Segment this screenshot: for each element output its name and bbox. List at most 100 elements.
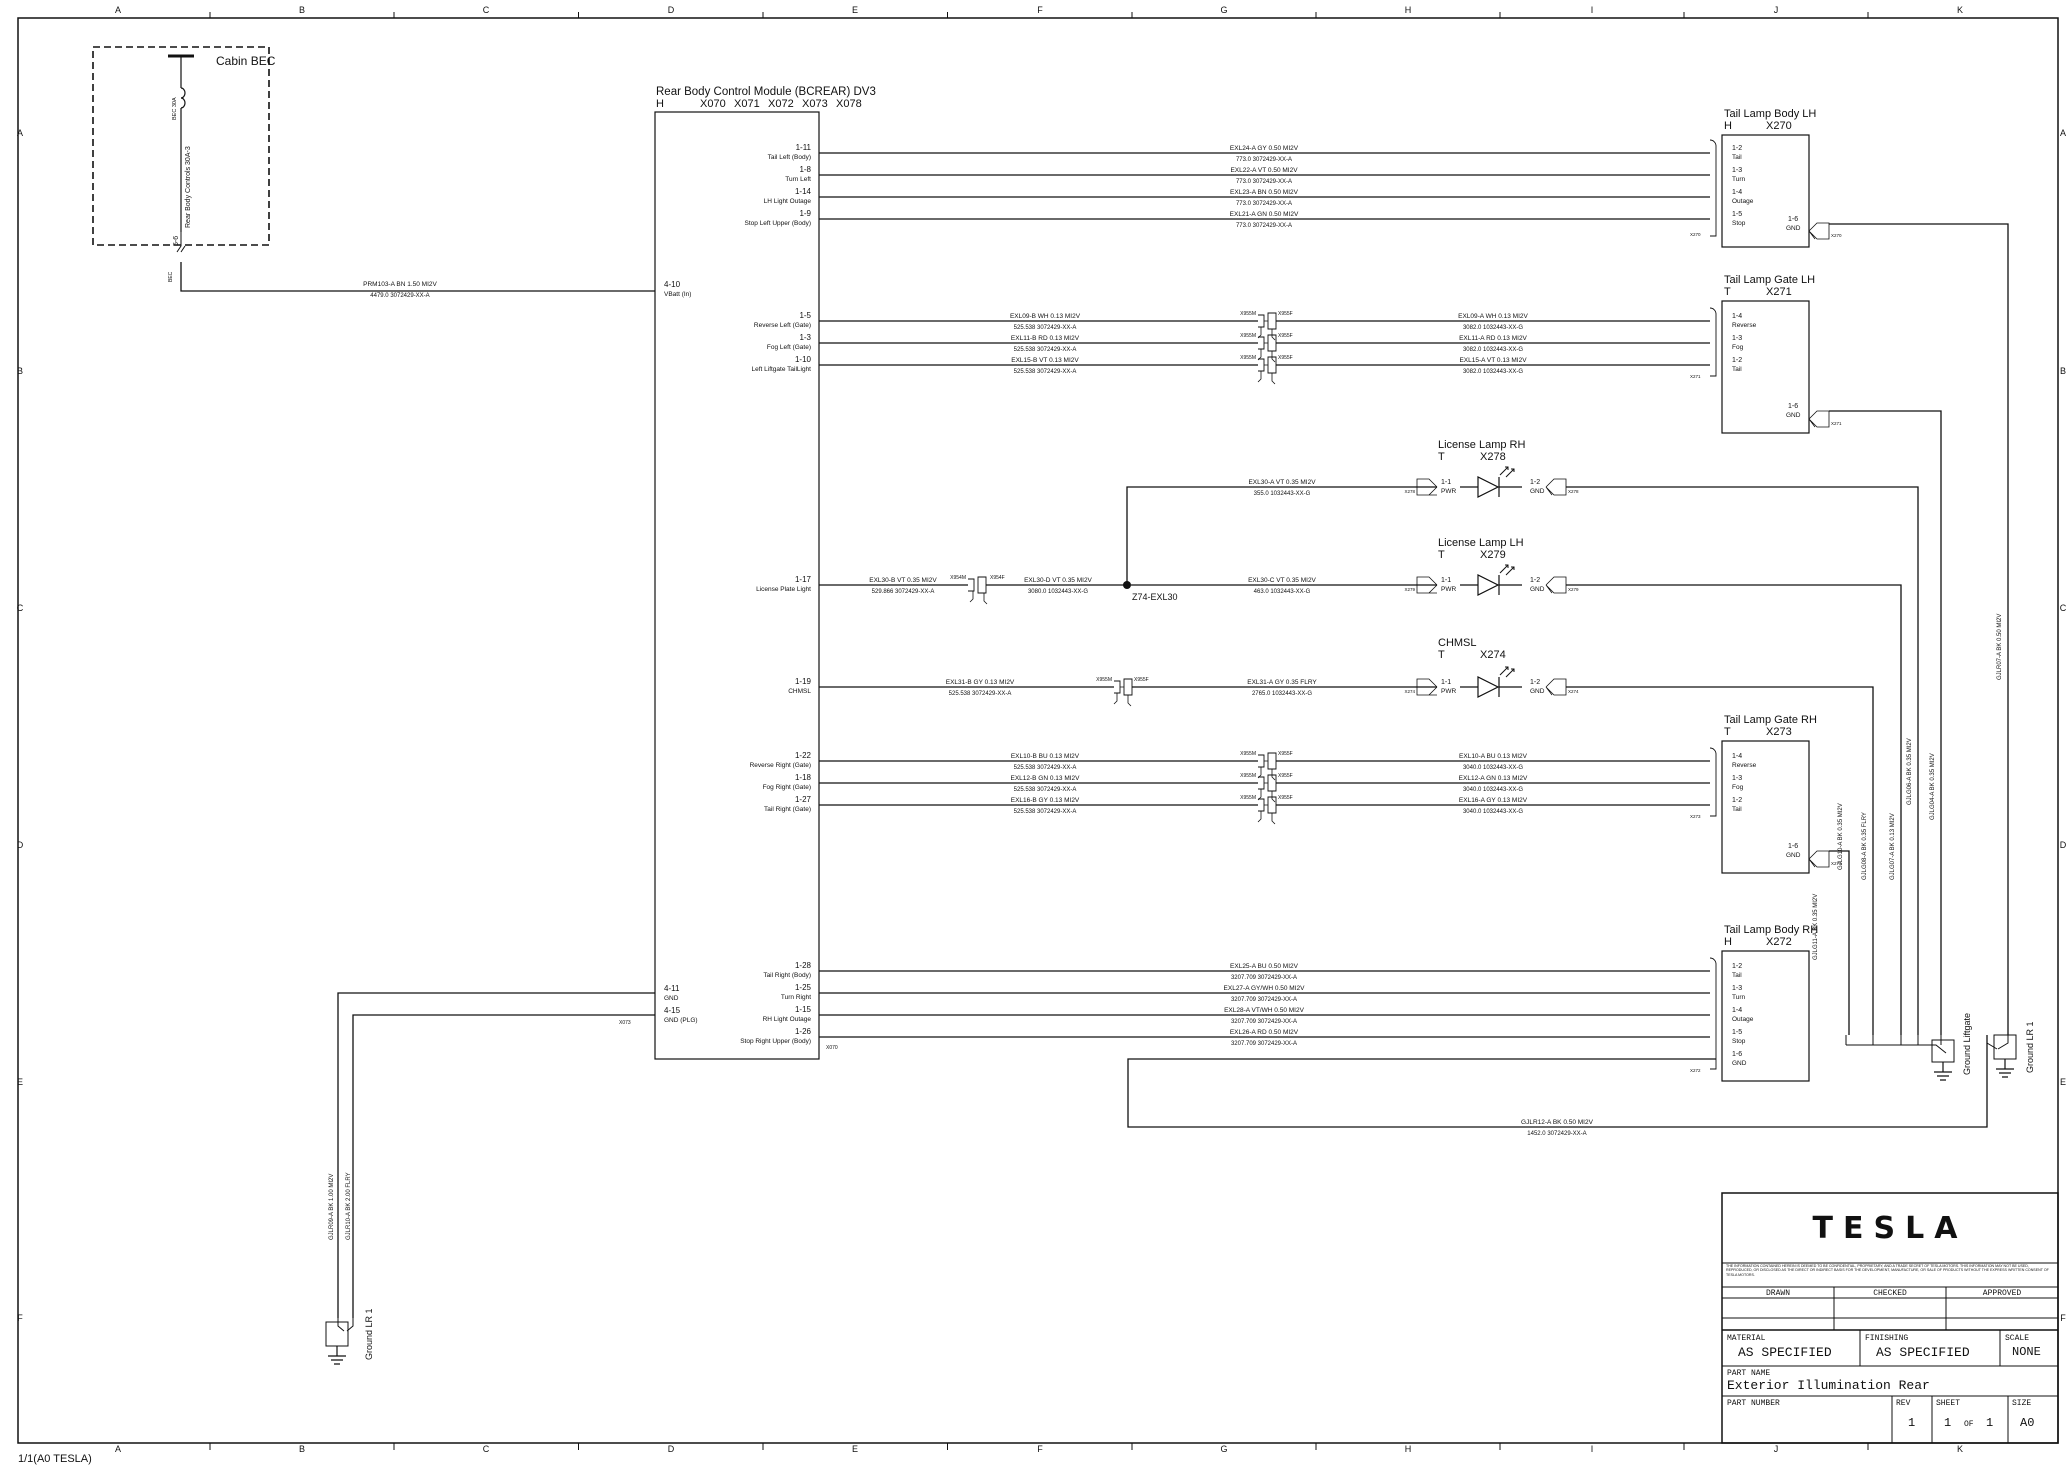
lamp-chmsl-gnd-tab-conn: X274 [1568,689,1579,694]
ground-liftgate-label: Ground Liftgate [1962,1013,1972,1075]
wire-EXL10-B-label: EXL10-B BU 0.13 MI2V [1011,753,1080,760]
inline-x955-gate-rh-2-pin [1257,804,1276,825]
ground-liftgate-lugs [1845,1035,1942,1045]
supply-wire-part: 4479.0 3072429-XX-A [370,293,429,299]
lamp-body-lh-conn: X270 [1766,120,1792,132]
module-pin-1-8: 1-8 [799,165,811,174]
lamp-license-rh-gnd-tab: X278 [1545,478,1579,496]
lamp-chmsl-gnd-tab-shape [1545,678,1567,696]
lamp-gate-lh-pin: 1-2 [1732,357,1742,364]
lamp-gate-rh-pin-label: Tail [1732,806,1742,813]
module-pin-label: Tail Right (Body) [763,972,811,979]
module-pin-1-11: 1-11 [796,143,812,152]
lamp-gate-rh-pin: 1-2 [1732,797,1742,804]
zone-col-bottom-D: D [668,1444,675,1454]
lamp-body-lh-title: Tail Lamp Body LH [1724,108,1816,120]
lamp-gate-rh-pin-label: Fog [1732,784,1744,791]
ground-wire-label: GJLG06-A BK 0.35 MI2V [1907,738,1913,805]
wire-EXL26-A-spec: 3207.709 3072429-XX-A [1231,1041,1297,1047]
checked-label: CHECKED [1873,1289,1907,1298]
lamp-chmsl-pwr-tab: X274 [1404,678,1438,696]
lamp-license-rh-conn: X278 [1480,451,1506,463]
inline-x955-gate-lh-2-f-label: X955F [1278,355,1293,361]
lamp-license-rh-diode [1477,476,1500,498]
wire-GJLR12-A-spec: 1452.0 3072429-XX-A [1527,1131,1586,1137]
lamp-gate-lh-gnd-tab: X271 [1808,410,1842,428]
lamp-license-lh-p1-label: PWR [1441,586,1456,593]
lamp-body-rh-pin-label: Turn [1732,994,1746,1001]
sheet-of: OF [1964,1420,1974,1429]
wire-EXL12-A-label: EXL12-A GN 0.13 MI2V [1459,775,1528,782]
zone-col-top-F: F [1037,5,1043,15]
zone-row-left-D: D [17,840,24,850]
material-label: MATERIAL [1727,1334,1766,1343]
lamp-gate-rh-gnd-tab: X273 [1808,850,1842,868]
wire-EXL30-B-spec: 529.866 3072429-XX-A [872,589,935,595]
wire-EXL21-A-label: EXL21-A GN 0.50 MI2V [1230,211,1299,218]
lamp-gate-rh-gnd-tab-shape [1808,850,1830,868]
module-pin-label: LH Light Outage [764,198,812,205]
zone-row-left-E: E [17,1077,23,1087]
zone-col-top-G: G [1220,5,1227,15]
wire-EXL11-B-label: EXL11-B RD 0.13 MI2V [1011,335,1080,342]
lamp-body-lh-gnd-pin: 1-6 [1788,216,1798,223]
lamp-license-rh-gnd-tab-shape [1545,478,1567,496]
module-conn-2: X071 [734,98,760,110]
module-conn-5: X078 [836,98,862,110]
bec-title: Cabin BEC [216,54,276,68]
wire-EXL15-A-label: EXL15-A VT 0.13 MI2V [1459,357,1527,364]
ground-liftgate-joint [1846,1044,1947,1054]
bec-fuse-rating: BEC 30A [172,97,178,120]
zone-row-left-C: C [17,603,24,613]
lamp-chmsl-p1-label: PWR [1441,688,1456,695]
lamp-license-rh-pwr-tab: X278 [1404,478,1438,496]
scale-label: SCALE [2005,1334,2029,1343]
lamp-license-rh-p2: 1-2 [1530,479,1540,486]
wire-EXL09-B-spec: 525.538 3072429-XX-A [1014,325,1077,331]
lamp-gate-lh-sub: T [1724,286,1731,298]
approved-label: APPROVED [1983,1289,2022,1298]
inline-x955-gate-lh-1-f-label: X955F [1278,333,1293,339]
wire-EXL09-A-label: EXL09-A WH 0.13 MI2V [1458,313,1528,320]
sheet-total: 1 [1986,1416,1993,1430]
wire-EXL22-A-spec: 773.0 3072429-XX-A [1236,179,1292,185]
wire-EXL24-A-spec: 773.0 3072429-XX-A [1236,157,1292,163]
wire-EXL31-A-label: EXL31-A GY 0.35 FLRY [1247,679,1317,686]
lamp-gate-lh-title: Tail Lamp Gate LH [1724,274,1815,286]
ground-wire-label: GJLG10-A BK 0.35 MI2V [1838,803,1844,870]
zone-col-top-C: C [483,5,490,15]
lamp-license-rh-title: License Lamp RH [1438,439,1525,451]
lamp-chmsl-p2: 1-2 [1530,679,1540,686]
scale-value: NONE [2012,1345,2041,1359]
wire-EXL11-B-spec: 525.538 3072429-XX-A [1014,347,1077,353]
module-pin-label: Tail Right (Gate) [764,806,811,813]
module-pin-1-28: 1-28 [795,961,812,970]
lamp-gate-rh-gnd-tab-conn: X273 [1831,861,1842,866]
module-pin-label: Fog Right (Gate) [763,784,811,791]
zone-col-bottom-K: K [1957,1444,1963,1454]
ground-wire-label: GJLR10-A BK 2.00 FLRY [346,1172,352,1240]
zone-row-left-A: A [17,128,23,138]
lamp-body-rh-harness [1709,957,1717,1070]
part-name-label: PART NAME [1727,1369,1770,1378]
lamp-license-lh-p2-label: GND [1530,586,1545,593]
module-pin-1-25: 1-25 [795,983,812,992]
module-pin-label: Fog Left (Gate) [767,344,811,351]
wire-EXL25-A-label: EXL25-A BU 0.50 MI2V [1230,963,1299,970]
module-pin-1-26: 1-26 [795,1027,812,1036]
lamp-body-lh-pin: 1-3 [1732,167,1742,174]
wire-EXL12-B-spec: 525.538 3072429-XX-A [1014,787,1077,793]
lamp-gate-lh-gnd-label: GND [1786,412,1801,419]
module-gnd-conn: X073 [619,1020,631,1026]
ground-lr1-left-joint [337,1318,354,1332]
lamp-gate-lh-conn-left: X271 [1690,374,1701,379]
lamp-gate-rh-sub: T [1724,726,1731,738]
wire-EXL31-B-spec: 525.538 3072429-XX-A [949,691,1012,697]
ground-lr1-left: Ground LR 1 [325,1308,374,1365]
lamp-gate-rh-gnd-pin: 1-6 [1788,843,1798,850]
sheet-frame [17,17,2059,1444]
